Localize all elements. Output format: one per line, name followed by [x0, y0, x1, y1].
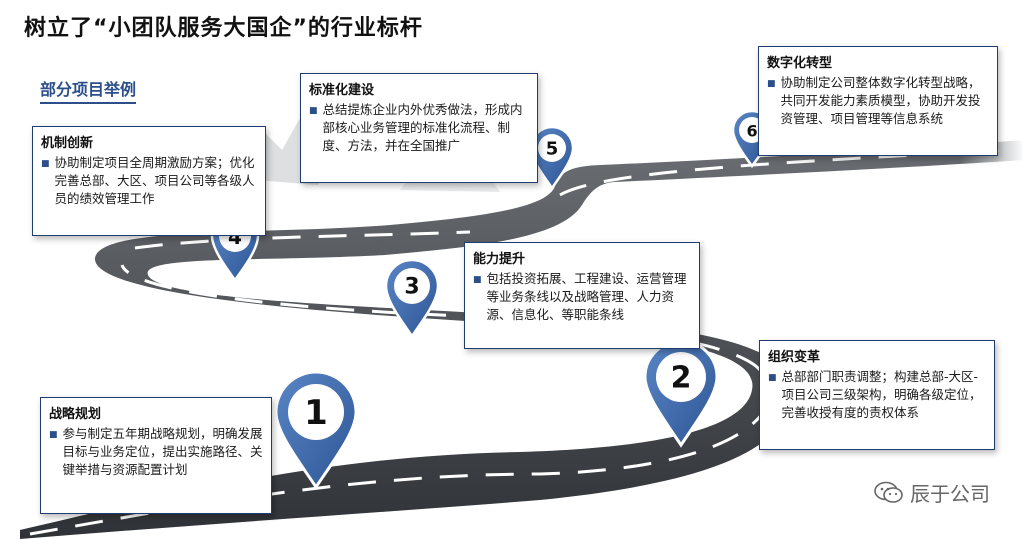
milestone-item: ■ 总部部门职责调整；构建总部-大区-项目公司三级架构，明确各级定位，完善收授有… — [768, 368, 986, 421]
pin-3: 3 — [384, 258, 440, 339]
pin-number: 5 — [546, 139, 559, 160]
road — [20, 140, 1024, 539]
milestone-card-6: 数字化转型 ■ 协助制定公司整体数字化转型战略，共同开发能力素质模型，协助开发投… — [758, 46, 998, 156]
milestone-card-5: 标准化建设 ■ 总结提炼企业内外优秀做法，形成内部核心业务管理的标准化流程、制度… — [300, 73, 538, 183]
pin-number: 2 — [671, 361, 692, 396]
milestone-text: 总结提炼企业内外优秀做法，形成内部核心业务管理的标准化流程、制度、方法，并在全国… — [322, 102, 523, 153]
pin-face — [288, 384, 344, 440]
milestone-title: 战略规划 — [49, 407, 102, 422]
milestone-text: 协助制定公司整体数字化转型战略，共同开发能力素质模型，协助开发投资管理、项目管理… — [780, 75, 981, 126]
bullet-icon: ■ — [41, 159, 50, 169]
watermark-text: 辰于公司 — [910, 482, 990, 506]
bullet-icon: ■ — [473, 275, 482, 285]
wechat-icon — [874, 481, 903, 503]
page-title: 树立了“小团队服务大国企”的行业标杆 — [24, 16, 423, 41]
pin-face — [394, 268, 430, 304]
bullet-icon: ■ — [767, 79, 776, 89]
milestone-card-3: 能力提升 ■ 包括投资拓展、工程建设、运营管理等业务条线以及战略管理、人力资源、… — [464, 242, 700, 349]
bullet-icon: ■ — [768, 373, 777, 383]
watermark: 辰于公司 — [874, 478, 990, 507]
pin-number: 6 — [746, 122, 757, 141]
bullet-icon: ■ — [309, 106, 318, 116]
pin-face — [538, 134, 566, 162]
milestone-item: ■ 协助制定公司整体数字化转型战略，共同开发能力素质模型，协助开发投资管理、项目… — [767, 74, 989, 127]
milestone-text: 总部部门职责调整；构建总部-大区-项目公司三级架构，明确各级定位，完善收授有度的… — [781, 369, 982, 420]
milestone-title: 组织变革 — [768, 350, 821, 365]
milestone-title: 数字化转型 — [767, 56, 833, 71]
milestone-card-1: 战略规划 ■ 参与制定五年期战略规划，明确发展目标与业务定位，提出实施路径、关键… — [40, 397, 272, 514]
milestone-item: ■ 协助制定项目全周期激励方案；优化完善总部、大区、项目公司等各级人员的绩效管理… — [41, 154, 257, 207]
milestone-card-4: 机制创新 ■ 协助制定项目全周期激励方案；优化完善总部、大区、项目公司等各级人员… — [32, 126, 266, 236]
milestone-item: ■ 总结提炼企业内外优秀做法，形成内部核心业务管理的标准化流程、制度、方法，并在… — [309, 101, 529, 154]
milestone-text: 参与制定五年期战略规划，明确发展目标与业务定位，提出实施路径、关键举措与资源配置… — [62, 426, 263, 477]
milestone-title: 能力提升 — [473, 252, 526, 267]
pin-2: 2 — [643, 339, 719, 448]
milestone-text: 协助制定项目全周期激励方案；优化完善总部、大区、项目公司等各级人员的绩效管理工作 — [54, 155, 255, 206]
milestone-item: ■ 参与制定五年期战略规划，明确发展目标与业务定位，提出实施路径、关键举措与资源… — [49, 425, 263, 478]
bullet-icon: ■ — [49, 430, 58, 440]
milestone-title: 机制创新 — [41, 136, 94, 151]
milestone-title: 标准化建设 — [309, 83, 375, 98]
milestone-text: 包括投资拓展、工程建设、运营管理等业务条线以及战略管理、人力资源、信息化、等职能… — [486, 271, 687, 322]
section-subtitle: 部分项目举例 — [40, 76, 137, 104]
pin-number: 3 — [404, 275, 419, 300]
pin-face — [656, 352, 706, 402]
pin-number: 1 — [304, 393, 328, 433]
milestone-item: ■ 包括投资拓展、工程建设、运营管理等业务条线以及战略管理、人力资源、信息化、等… — [473, 270, 691, 323]
pin-1: 1 — [274, 370, 358, 490]
milestone-card-2: 组织变革 ■ 总部部门职责调整；构建总部-大区-项目公司三级架构，明确各级定位，… — [759, 340, 995, 450]
